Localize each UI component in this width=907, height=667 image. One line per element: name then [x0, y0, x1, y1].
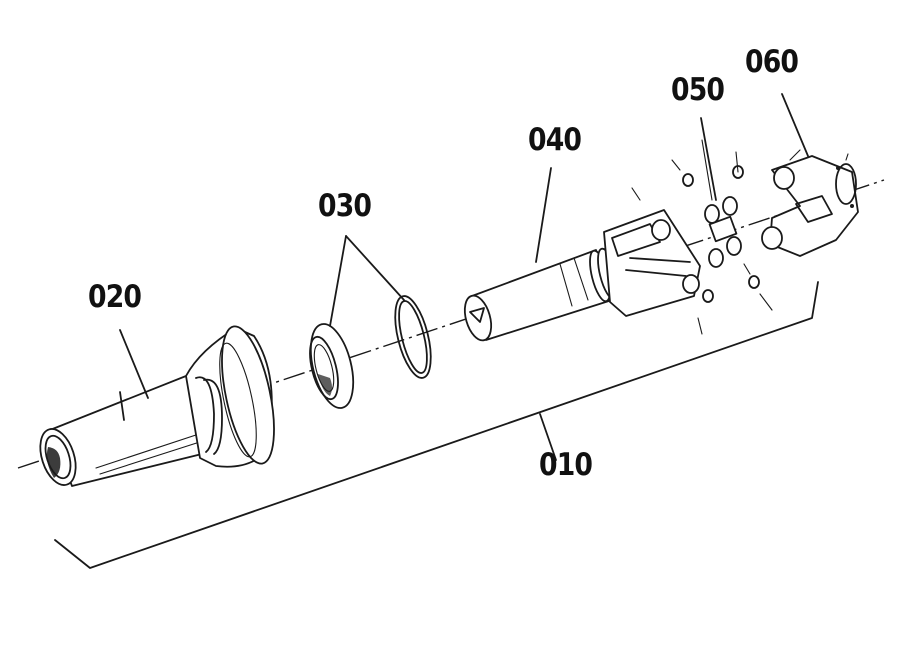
- part-label-050: 050: [671, 72, 725, 108]
- part-label-020: 020: [88, 279, 142, 315]
- assembly-bracket-010: [54, 281, 819, 569]
- leader-lines: [119, 93, 809, 399]
- part-label-010: 010: [539, 447, 593, 483]
- part-label-060: 060: [745, 44, 799, 80]
- part-label-040: 040: [528, 122, 582, 158]
- part-050-cross-joint: [671, 139, 773, 335]
- part-060-yoke: [761, 149, 859, 257]
- part-label-030: 030: [318, 188, 372, 224]
- part-040-inner-tube-yoke: [463, 187, 701, 342]
- part-020-guard-tube: [39, 325, 275, 487]
- part-030-bearing-and-ring: [309, 295, 432, 409]
